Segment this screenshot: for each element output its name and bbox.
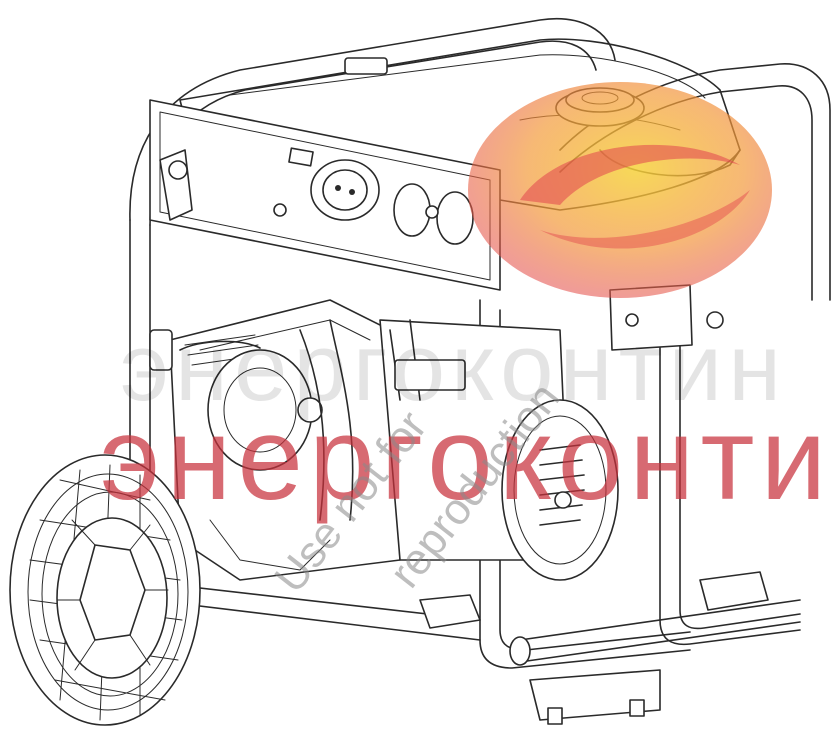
wheel [9,454,201,726]
energokonti-logo [468,82,772,298]
alternator [379,319,619,581]
ghost-watermark-text: энергоконтин [120,314,788,421]
engine [149,299,401,581]
control-panel [149,99,501,291]
brand-watermark-text: энергоконти [100,393,833,525]
mounting-feet [419,571,769,725]
